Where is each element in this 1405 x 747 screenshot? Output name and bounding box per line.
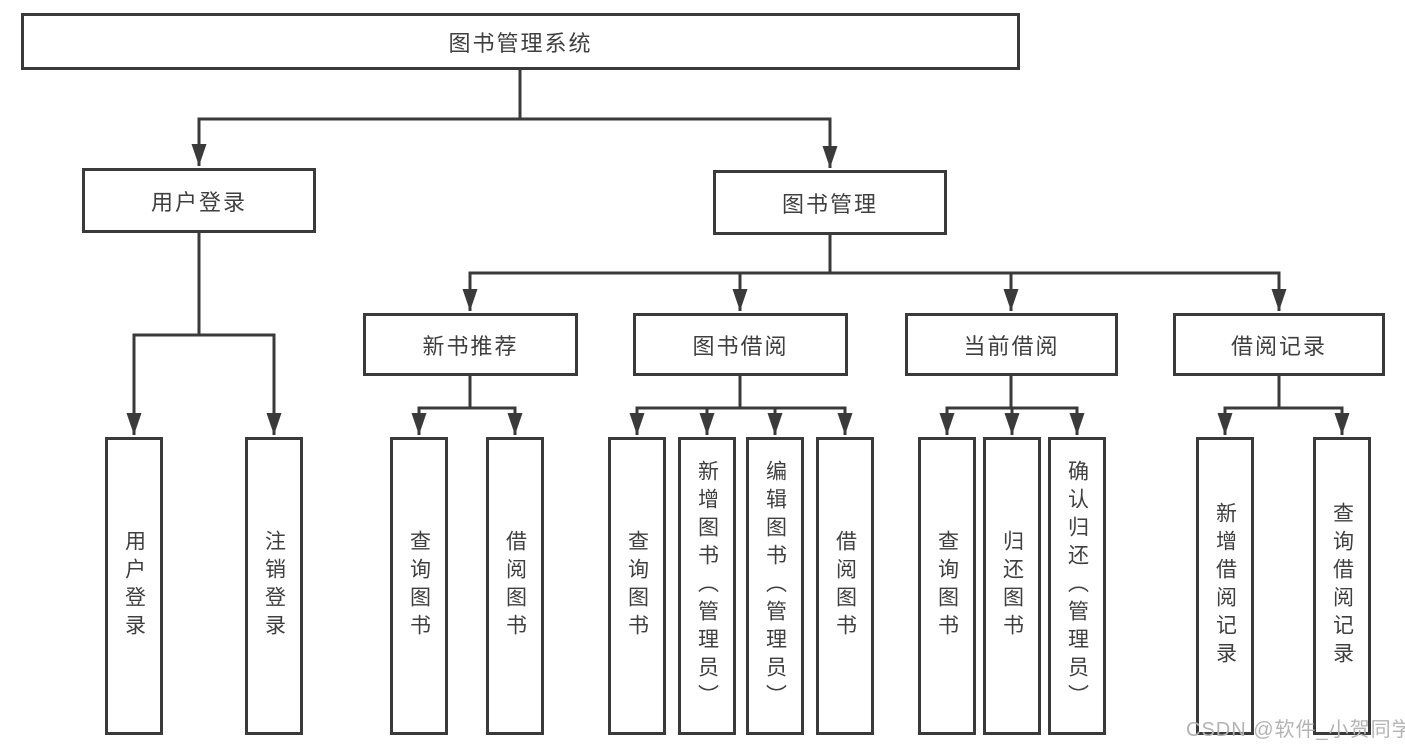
leaf-borrow-books-recommend: 借阅图书 bbox=[486, 437, 544, 735]
node-label: 注销登录 bbox=[262, 530, 286, 642]
node-borrowing-records: 借阅记录 bbox=[1173, 313, 1385, 376]
node-label: 图书借阅 bbox=[692, 333, 789, 359]
node-label: 借阅图书 bbox=[503, 530, 527, 642]
node-library-management-system: 图书管理系统 bbox=[21, 13, 1020, 70]
node-label: 新增借阅记录 bbox=[1213, 502, 1237, 670]
node-label: 新书推荐 bbox=[422, 333, 519, 359]
node-label: 查询借阅记录 bbox=[1330, 502, 1354, 670]
node-label: 确认归还（管理员） bbox=[1065, 460, 1089, 712]
leaf-query-borrow-record: 查询借阅记录 bbox=[1313, 437, 1371, 735]
node-label: 编辑图书（管理员） bbox=[763, 460, 787, 712]
node-user-login: 用户登录 bbox=[82, 168, 316, 233]
leaf-confirm-return-admin: 确认归还（管理员） bbox=[1048, 437, 1106, 735]
node-label: 新增图书（管理员） bbox=[695, 460, 719, 712]
csdn-watermark: CSDN @软件_小贺同学 bbox=[1186, 719, 1405, 741]
node-label: 图书管理系统 bbox=[448, 30, 593, 56]
node-label: 借阅记录 bbox=[1230, 333, 1327, 359]
node-label: 查询图书 bbox=[407, 530, 431, 642]
leaf-add-borrow-record: 新增借阅记录 bbox=[1196, 437, 1254, 735]
node-label: 查询图书 bbox=[625, 530, 649, 642]
leaf-return-books: 归还图书 bbox=[983, 437, 1041, 735]
leaf-user-login: 用户登录 bbox=[105, 437, 163, 735]
node-label: 归还图书 bbox=[1000, 530, 1024, 642]
node-book-management: 图书管理 bbox=[713, 170, 947, 235]
leaf-add-books-admin: 新增图书（管理员） bbox=[678, 437, 736, 735]
node-label: 当前借阅 bbox=[963, 333, 1060, 359]
node-label: 用户登录 bbox=[122, 530, 146, 642]
node-label: 查询图书 bbox=[935, 530, 959, 642]
leaf-query-books-borrow: 查询图书 bbox=[608, 437, 666, 735]
leaf-borrow-books: 借阅图书 bbox=[816, 437, 874, 735]
node-label: 用户登录 bbox=[150, 189, 247, 215]
leaf-logout: 注销登录 bbox=[245, 437, 303, 735]
leaf-edit-books-admin: 编辑图书（管理员） bbox=[746, 437, 804, 735]
node-new-book-recommendation: 新书推荐 bbox=[363, 313, 578, 376]
node-label: 借阅图书 bbox=[833, 530, 857, 642]
node-book-borrowing: 图书借阅 bbox=[633, 313, 848, 376]
node-current-borrowing: 当前借阅 bbox=[905, 313, 1118, 376]
leaf-query-books-recommend: 查询图书 bbox=[390, 437, 448, 735]
leaf-query-books-current: 查询图书 bbox=[918, 437, 976, 735]
node-label: 图书管理 bbox=[781, 191, 878, 217]
